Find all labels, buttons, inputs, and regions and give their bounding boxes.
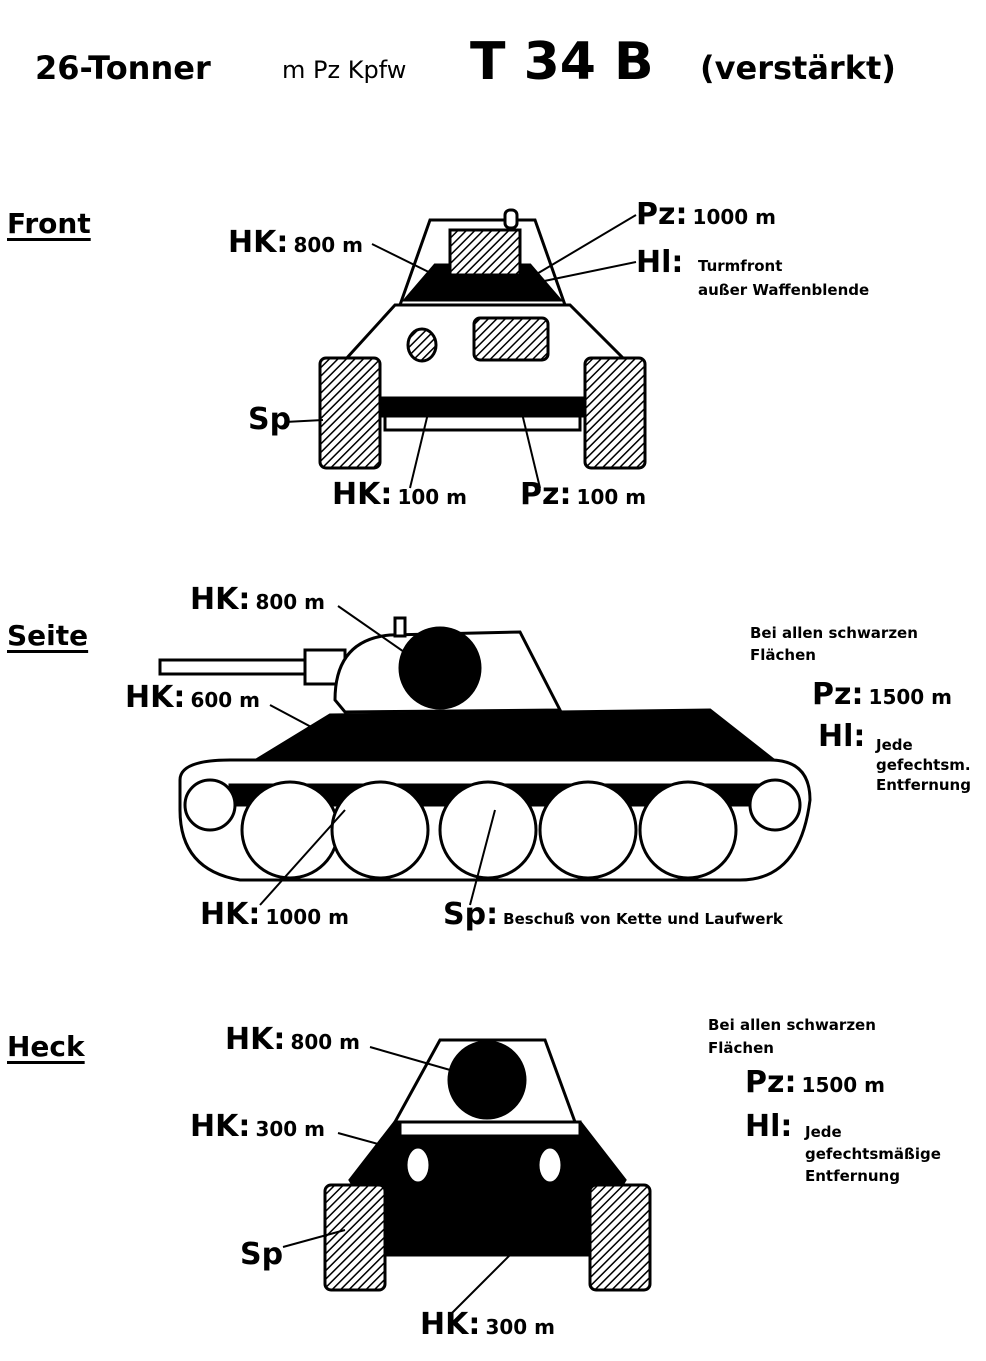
- rear-hl-text-3: Entfernung: [805, 1167, 900, 1185]
- label-value: 800 m: [290, 1030, 361, 1054]
- label-code: Pz:: [812, 677, 864, 712]
- rear-sp-label: Sp: [240, 1240, 283, 1270]
- side-leader-lines: [259, 605, 496, 906]
- title-part-4: (verstärkt): [700, 49, 896, 87]
- title-part-1: 26-Tonner: [35, 49, 211, 87]
- label-code: Hl:: [818, 719, 866, 754]
- rear-hl-text-2: gefechtsmäßige: [805, 1145, 941, 1163]
- label-value: 600 m: [190, 688, 261, 712]
- label-value: 1000 m: [265, 905, 349, 929]
- front-sp-label: Sp: [248, 405, 291, 435]
- label-code: HK:: [225, 1022, 286, 1057]
- label-value: 100 m: [576, 485, 647, 509]
- label-code: Pz:: [745, 1065, 797, 1100]
- front-hl-text-2: außer Waffenblende: [698, 281, 870, 299]
- label-value: Beschuß von Kette und Laufwerk: [503, 910, 783, 928]
- rear-hl-label: Hl:: [745, 1112, 792, 1142]
- front-pz-turret-label: Pz: 1000 m: [636, 200, 776, 230]
- section-front: Front: [7, 207, 91, 240]
- label-code: HK:: [190, 1109, 251, 1144]
- rear-note-1: Bei allen schwarzen: [708, 1016, 876, 1034]
- label-value: 1500 m: [801, 1073, 886, 1097]
- label-value: 300 m: [255, 1117, 326, 1141]
- section-rear: Heck: [7, 1030, 85, 1063]
- label-code: Pz:: [520, 477, 572, 512]
- label-value: 800 m: [255, 590, 326, 614]
- rear-pz-label: Pz: 1500 m: [745, 1068, 885, 1098]
- side-sp-label: Sp: Beschuß von Kette und Laufwerk: [443, 900, 783, 930]
- label-code: Sp: [248, 402, 292, 437]
- label-code: Sp:: [443, 897, 499, 932]
- front-pz-hull-label: Pz: 100 m: [520, 480, 646, 510]
- side-hk-wheels-label: HK: 1000 m: [200, 900, 349, 930]
- label-code: HK:: [228, 225, 289, 260]
- label-value: 1000 m: [692, 205, 777, 229]
- front-hk-turret-label: HK: 800 m: [228, 228, 363, 258]
- front-leader-lines: [284, 214, 637, 489]
- front-view-tank: [318, 208, 647, 470]
- side-hk-hull-label: HK: 600 m: [125, 683, 260, 713]
- front-hl-label: Hl:: [636, 248, 683, 278]
- rear-hk-turret-label: HK: 800 m: [225, 1025, 360, 1055]
- title-part-2: m Pz Kpfw: [282, 56, 407, 84]
- front-hl-text-1: Turmfront: [698, 257, 783, 275]
- label-code: Hl:: [636, 245, 684, 280]
- label-code: HK:: [125, 680, 186, 715]
- label-code: Hl:: [745, 1109, 793, 1144]
- rear-hk-upper-hull-label: HK: 300 m: [190, 1112, 325, 1142]
- rear-leader-lines: [282, 1046, 511, 1316]
- side-hl-text-2: gefechtsm.: [876, 756, 971, 774]
- rear-note-2: Flächen: [708, 1039, 774, 1057]
- label-value: 100 m: [397, 485, 468, 509]
- side-note-1: Bei allen schwarzen: [750, 624, 918, 642]
- section-side: Seite: [7, 619, 89, 652]
- label-code: HK:: [200, 897, 261, 932]
- side-pz-label: Pz: 1500 m: [812, 680, 952, 710]
- label-code: HK:: [420, 1307, 481, 1342]
- front-hk-hull-label: HK: 100 m: [332, 480, 467, 510]
- side-view-tank: [158, 616, 812, 882]
- label-value: 300 m: [485, 1315, 556, 1339]
- side-hl-text-3: Entfernung: [876, 776, 971, 794]
- label-code: HK:: [190, 582, 251, 617]
- label-code: Pz:: [636, 197, 688, 232]
- rear-hk-lower-hull-label: HK: 300 m: [420, 1310, 555, 1340]
- title-part-3: T 34 B: [470, 32, 654, 92]
- label-value: 800 m: [293, 233, 364, 257]
- label-value: 1500 m: [868, 685, 953, 709]
- side-hk-turret-label: HK: 800 m: [190, 585, 325, 615]
- rear-hl-text-1: Jede: [805, 1123, 842, 1141]
- side-note-2: Flächen: [750, 646, 816, 664]
- label-code: Sp: [240, 1237, 284, 1272]
- label-code: HK:: [332, 477, 393, 512]
- side-hl-label: Hl:: [818, 722, 865, 752]
- side-hl-text-1: Jede: [876, 736, 913, 754]
- rear-view-tank: [323, 1038, 652, 1292]
